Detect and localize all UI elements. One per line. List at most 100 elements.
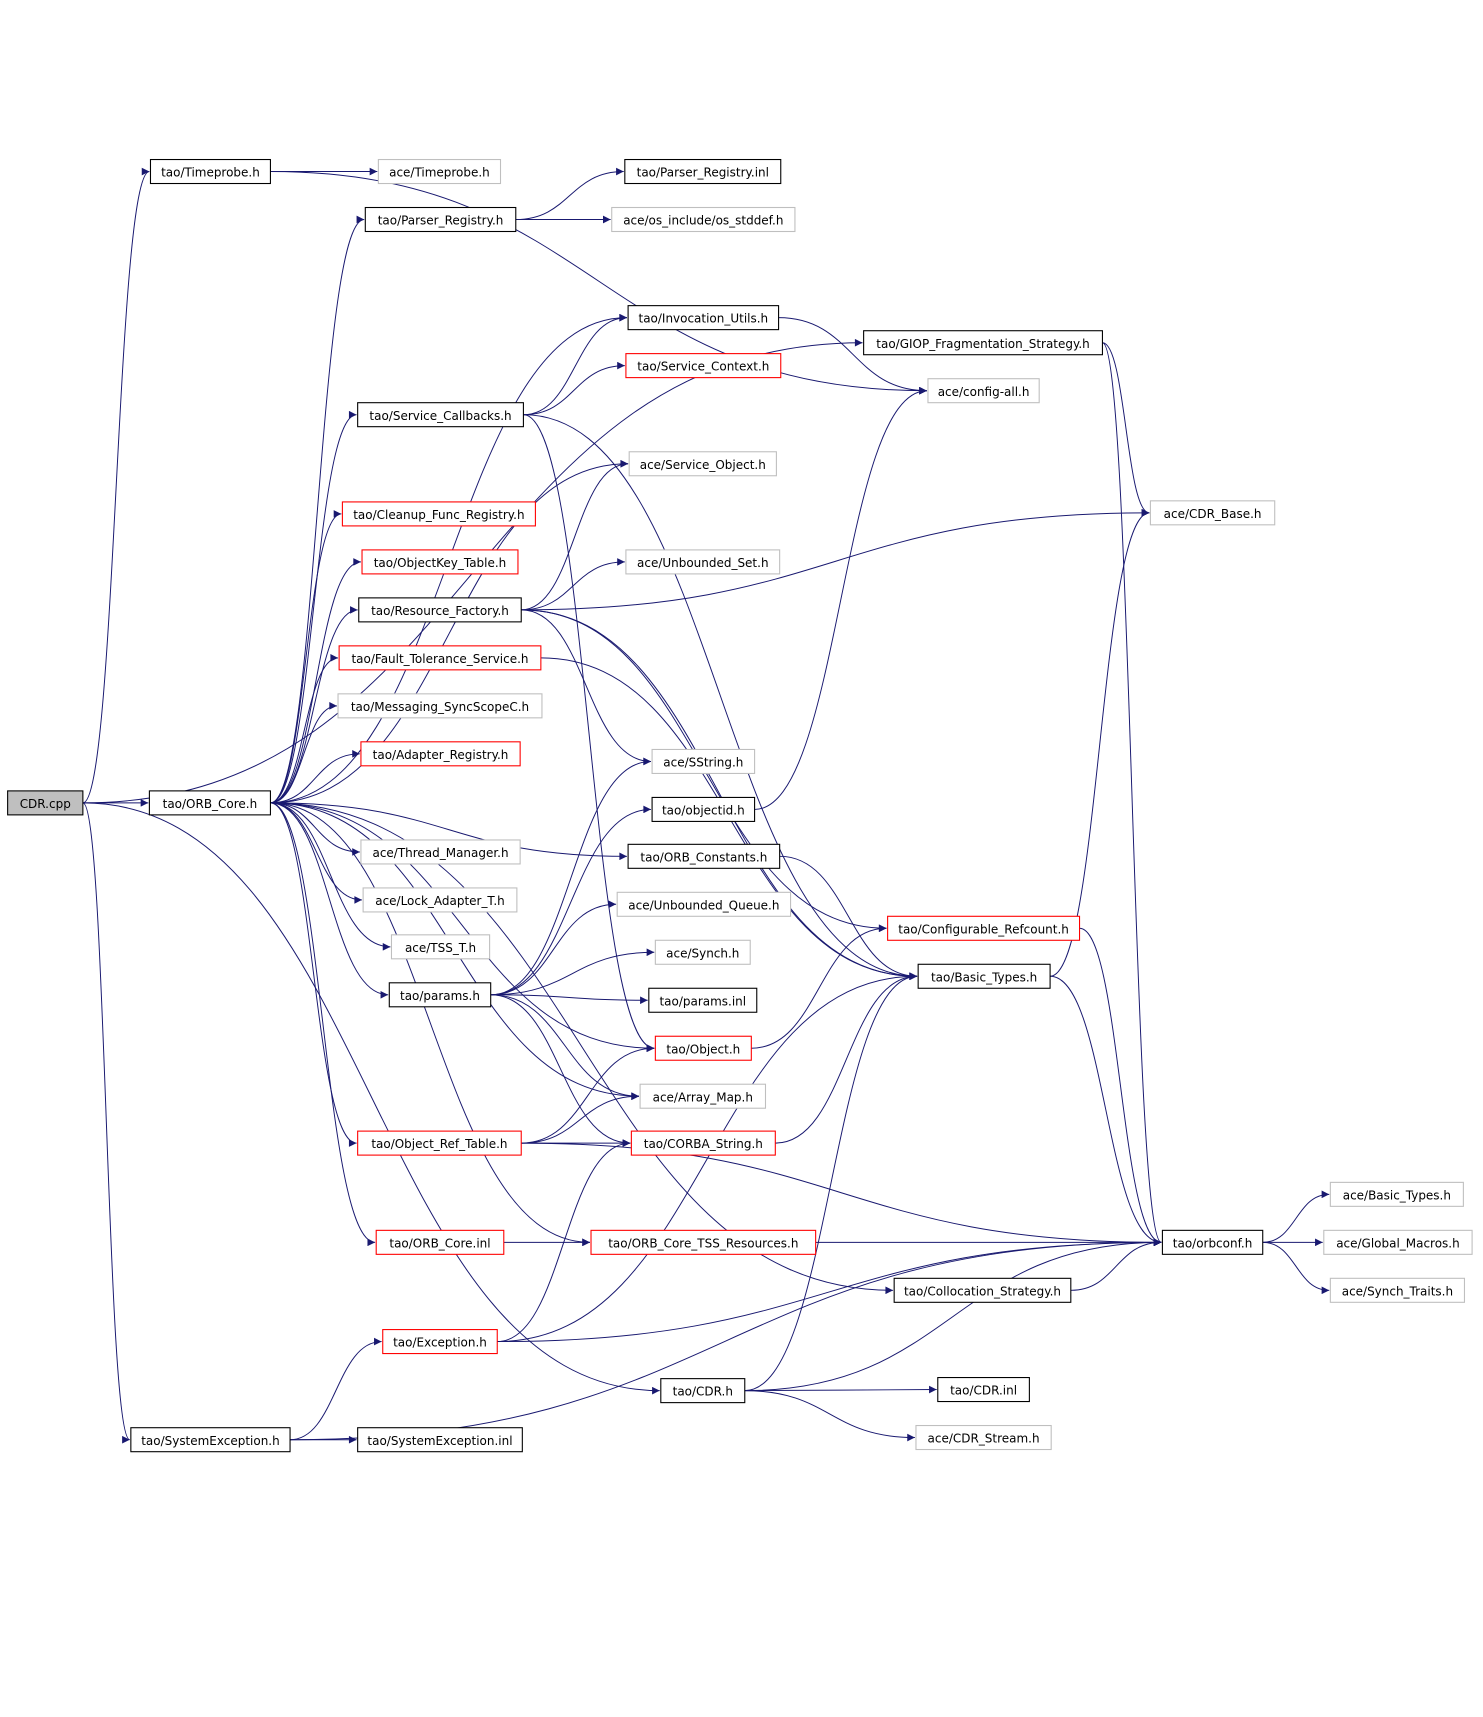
- node-box[interactable]: [654, 939, 751, 965]
- node-parser-h[interactable]: tao/Parser_Registry.h: [364, 206, 517, 233]
- node-box[interactable]: [375, 1229, 505, 1255]
- node-cdr-h[interactable]: tao/CDR.h: [660, 1378, 746, 1404]
- node-box[interactable]: [361, 549, 519, 575]
- node-box[interactable]: [337, 693, 543, 719]
- node-exception-h[interactable]: tao/Exception.h: [382, 1329, 498, 1355]
- node-corba-string[interactable]: tao/CORBA_String.h: [630, 1130, 776, 1156]
- node-service-callbacks[interactable]: tao/Service_Callbacks.h: [357, 402, 524, 428]
- node-box[interactable]: [616, 891, 792, 917]
- node-objectid[interactable]: tao/objectid.h: [651, 796, 756, 822]
- node-box[interactable]: [651, 796, 756, 822]
- node-ace-basic-types[interactable]: ace/Basic_Types.h: [1329, 1181, 1464, 1207]
- node-cdr-base[interactable]: ace/CDR_Base.h: [1149, 500, 1276, 526]
- node-box[interactable]: [627, 843, 781, 869]
- node-box[interactable]: [357, 1130, 522, 1156]
- node-box[interactable]: [625, 549, 781, 575]
- node-box[interactable]: [1161, 1229, 1264, 1255]
- node-box[interactable]: [7, 790, 84, 816]
- node-box[interactable]: [915, 1424, 1052, 1451]
- node-box[interactable]: [362, 887, 518, 913]
- node-box[interactable]: [630, 1130, 776, 1156]
- node-box[interactable]: [1323, 1229, 1473, 1255]
- node-box[interactable]: [1149, 500, 1276, 526]
- node-cdr-inl[interactable]: tao/CDR.inl: [937, 1377, 1030, 1403]
- node-ace-timeprobe[interactable]: ace/Timeprobe.h: [377, 158, 502, 185]
- node-synch-traits[interactable]: ace/Synch_Traits.h: [1329, 1277, 1466, 1303]
- node-box[interactable]: [654, 1035, 752, 1061]
- node-lock-adapter[interactable]: ace/Lock_Adapter_T.h: [362, 887, 518, 913]
- node-box[interactable]: [357, 1427, 523, 1453]
- node-orb-core-h[interactable]: tao/ORB_Core.h: [148, 790, 271, 816]
- node-box[interactable]: [611, 206, 796, 233]
- node-box[interactable]: [360, 741, 521, 767]
- node-box[interactable]: [382, 1329, 498, 1355]
- node-params-inl[interactable]: tao/params.inl: [648, 987, 758, 1013]
- node-box[interactable]: [917, 963, 1051, 989]
- node-box[interactable]: [927, 378, 1040, 404]
- node-box[interactable]: [149, 158, 271, 185]
- node-box[interactable]: [893, 1277, 1072, 1303]
- node-system-exception-inl[interactable]: tao/SystemException.inl: [357, 1427, 523, 1453]
- node-cdr-stream[interactable]: ace/CDR_Stream.h: [915, 1424, 1052, 1451]
- node-box[interactable]: [338, 645, 542, 671]
- node-sstring[interactable]: ace/SString.h: [651, 748, 756, 774]
- node-synch[interactable]: ace/Synch.h: [654, 939, 751, 965]
- node-box[interactable]: [1329, 1181, 1464, 1207]
- node-cleanup-func[interactable]: tao/Cleanup_Func_Registry.h: [341, 501, 536, 527]
- node-box[interactable]: [639, 1083, 767, 1109]
- node-box[interactable]: [660, 1378, 746, 1404]
- node-thread-manager[interactable]: ace/Thread_Manager.h: [360, 839, 521, 865]
- node-box[interactable]: [360, 839, 521, 865]
- node-config-all[interactable]: ace/config-all.h: [927, 378, 1040, 404]
- node-cdr-cpp[interactable]: CDR.cpp: [7, 790, 84, 816]
- node-orbconf[interactable]: tao/orbconf.h: [1161, 1229, 1264, 1255]
- node-box[interactable]: [651, 748, 756, 774]
- node-configurable-refcount[interactable]: tao/Configurable_Refcount.h: [887, 915, 1081, 941]
- node-box[interactable]: [648, 987, 758, 1013]
- node-box[interactable]: [863, 330, 1103, 356]
- node-messaging-sync[interactable]: tao/Messaging_SyncScopeC.h: [337, 693, 543, 719]
- node-global-macros[interactable]: ace/Global_Macros.h: [1323, 1229, 1473, 1255]
- node-box[interactable]: [624, 158, 782, 185]
- node-invocation-utils[interactable]: tao/Invocation_Utils.h: [627, 305, 780, 331]
- node-box[interactable]: [1329, 1277, 1466, 1303]
- node-box[interactable]: [628, 451, 777, 477]
- node-box[interactable]: [887, 915, 1081, 941]
- node-giop-frag[interactable]: tao/GIOP_Fragmentation_Strategy.h: [863, 330, 1103, 356]
- node-box[interactable]: [590, 1229, 817, 1255]
- node-box[interactable]: [937, 1377, 1030, 1403]
- node-orb-core-inl[interactable]: tao/ORB_Core.inl: [375, 1229, 505, 1255]
- node-unbounded-set[interactable]: ace/Unbounded_Set.h: [625, 549, 781, 575]
- node-service-object[interactable]: ace/Service_Object.h: [628, 451, 777, 477]
- node-object-ref-table[interactable]: tao/Object_Ref_Table.h: [357, 1130, 522, 1156]
- node-box[interactable]: [130, 1427, 291, 1453]
- node-os-stddef[interactable]: ace/os_include/os_stddef.h: [611, 206, 796, 233]
- node-box[interactable]: [625, 353, 782, 379]
- node-box[interactable]: [358, 597, 522, 623]
- node-objectkey-table[interactable]: tao/ObjectKey_Table.h: [361, 549, 519, 575]
- node-box[interactable]: [148, 790, 271, 816]
- node-box[interactable]: [388, 982, 492, 1008]
- node-orb-core-tss[interactable]: tao/ORB_Core_TSS_Resources.h: [590, 1229, 817, 1255]
- node-orb-constants[interactable]: tao/ORB_Constants.h: [627, 843, 781, 869]
- node-params-h[interactable]: tao/params.h: [388, 982, 492, 1008]
- node-adapter-registry[interactable]: tao/Adapter_Registry.h: [360, 741, 521, 767]
- node-box[interactable]: [377, 158, 502, 185]
- node-parser-inl[interactable]: tao/Parser_Registry.inl: [624, 158, 782, 185]
- node-system-exception-h[interactable]: tao/SystemException.h: [130, 1427, 291, 1453]
- node-box[interactable]: [390, 934, 491, 960]
- node-box[interactable]: [364, 206, 517, 233]
- node-object-h[interactable]: tao/Object.h: [654, 1035, 752, 1061]
- node-fault-tolerance[interactable]: tao/Fault_Tolerance_Service.h: [338, 645, 542, 671]
- node-box[interactable]: [341, 501, 536, 527]
- node-collocation[interactable]: tao/Collocation_Strategy.h: [893, 1277, 1072, 1303]
- node-tao-timeprobe[interactable]: tao/Timeprobe.h: [149, 158, 271, 185]
- node-tss-t[interactable]: ace/TSS_T.h: [390, 934, 491, 960]
- node-box[interactable]: [357, 402, 524, 428]
- node-service-context[interactable]: tao/Service_Context.h: [625, 353, 782, 379]
- node-array-map[interactable]: ace/Array_Map.h: [639, 1083, 767, 1109]
- node-tao-basic-types[interactable]: tao/Basic_Types.h: [917, 963, 1051, 989]
- node-box[interactable]: [627, 305, 780, 331]
- node-unbounded-queue[interactable]: ace/Unbounded_Queue.h: [616, 891, 792, 917]
- node-resource-factory[interactable]: tao/Resource_Factory.h: [358, 597, 522, 623]
